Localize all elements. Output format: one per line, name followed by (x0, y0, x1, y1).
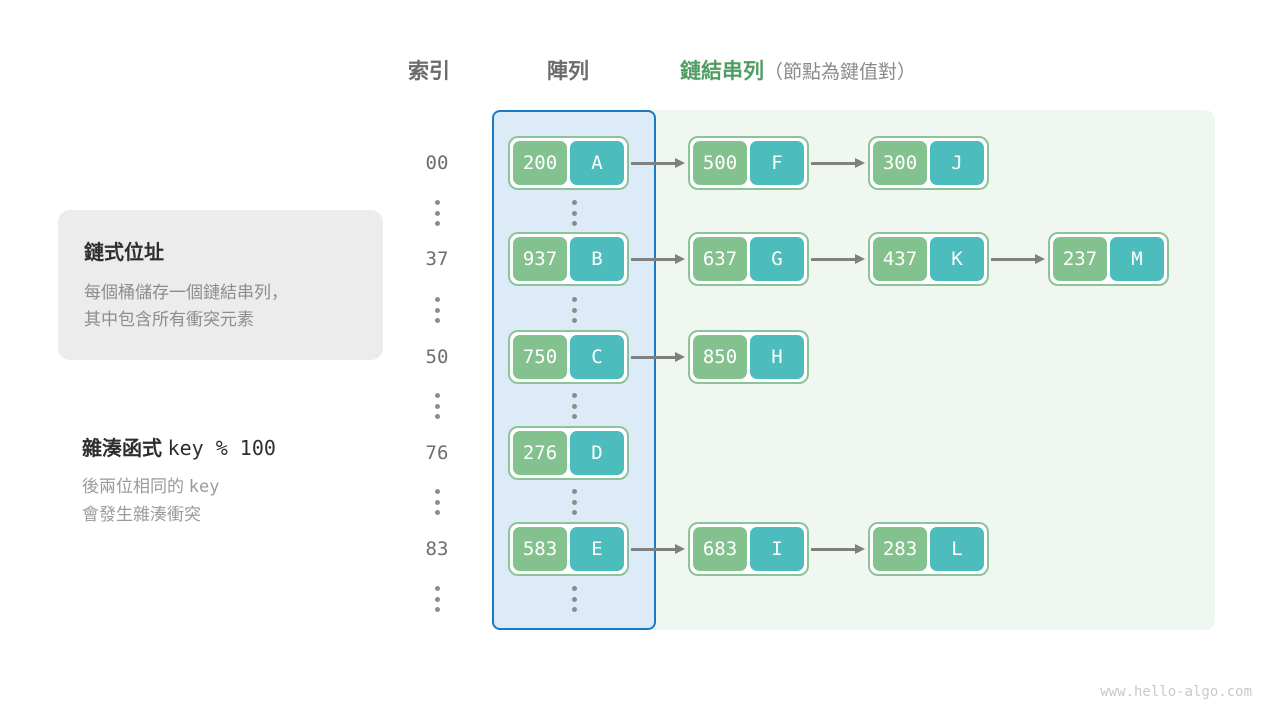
arrow-shaft (991, 258, 1035, 261)
index-label-76: 76 (425, 442, 449, 464)
arrow-head-icon (855, 544, 865, 554)
node-value: L (930, 527, 984, 571)
node-key: 276 (513, 431, 567, 475)
ellipsis-array-3 (567, 393, 581, 419)
header-linked-list: 鏈結串列（節點為鍵值對） (680, 55, 916, 85)
arrow-shaft (811, 548, 855, 551)
link-arrow (631, 254, 685, 264)
node-key: 683 (693, 527, 747, 571)
arrow-shaft (631, 356, 675, 359)
arrow-head-icon (1035, 254, 1045, 264)
node-key: 437 (873, 237, 927, 281)
node-key: 200 (513, 141, 567, 185)
node-key: 300 (873, 141, 927, 185)
link-arrow (631, 352, 685, 362)
hash-note-line-1: 後兩位相同的 key (82, 473, 412, 501)
ellipsis-index-5 (430, 586, 444, 612)
arrow-head-icon (675, 158, 685, 168)
hash-function-note: 雜湊函式 key % 100 後兩位相同的 key 會發生雜湊衝突 (82, 432, 412, 529)
ellipsis-index-3 (430, 393, 444, 419)
link-arrow (811, 544, 865, 554)
ellipsis-index-4 (430, 489, 444, 515)
info-card: 鏈式位址 每個桶儲存一個鏈結串列， 其中包含所有衝突元素 (58, 210, 383, 360)
hash-note-line-2: 會發生雜湊衝突 (82, 505, 201, 525)
node-key: 583 (513, 527, 567, 571)
node-value: C (570, 335, 624, 379)
header-index: 索引 (408, 60, 450, 83)
arrow-shaft (811, 258, 855, 261)
info-card-line-2: 其中包含所有衝突元素 (84, 310, 254, 330)
node-value: G (750, 237, 804, 281)
node-value: K (930, 237, 984, 281)
node-key: 283 (873, 527, 927, 571)
hash-note-line-1-text: 後兩位相同的 (82, 477, 184, 496)
node-value: D (570, 431, 624, 475)
header-linked-list-strong: 鏈結串列 (680, 60, 764, 83)
header-linked-list-sub: （節點為鍵值對） (764, 62, 917, 83)
node-value: E (570, 527, 624, 571)
index-label-83: 83 (425, 538, 449, 560)
hash-function-label: 雜湊函式 (82, 438, 162, 460)
ellipsis-array-1 (567, 200, 581, 226)
link-arrow (631, 544, 685, 554)
info-card-description: 每個桶儲存一個鏈結串列， 其中包含所有衝突元素 (84, 279, 357, 333)
ellipsis-index-2 (430, 297, 444, 323)
node-value: J (930, 141, 984, 185)
node-key: 637 (693, 237, 747, 281)
node-key: 937 (513, 237, 567, 281)
ellipsis-array-5 (567, 586, 581, 612)
link-arrow (631, 158, 685, 168)
arrow-shaft (631, 162, 675, 165)
arrow-head-icon (675, 352, 685, 362)
index-label-50: 50 (425, 346, 449, 368)
ellipsis-array-4 (567, 489, 581, 515)
arrow-head-icon (855, 158, 865, 168)
ellipsis-index-1 (430, 200, 444, 226)
ellipsis-array-2 (567, 297, 581, 323)
link-arrow (811, 158, 865, 168)
arrow-shaft (811, 162, 855, 165)
hash-function-description: 後兩位相同的 key 會發生雜湊衝突 (82, 473, 412, 529)
hash-note-key-token: key (188, 477, 220, 497)
link-arrow (811, 254, 865, 264)
arrow-head-icon (675, 544, 685, 554)
hash-function-heading: 雜湊函式 key % 100 (82, 432, 412, 461)
node-value: M (1110, 237, 1164, 281)
info-card-line-1: 每個桶儲存一個鏈結串列， (84, 283, 288, 302)
node-value: F (750, 141, 804, 185)
header-array: 陣列 (547, 60, 589, 83)
index-label-37: 37 (425, 248, 449, 270)
node-value: B (570, 237, 624, 281)
watermark: www.hello-algo.com (1100, 684, 1252, 700)
node-value: I (750, 527, 804, 571)
node-value: A (570, 141, 624, 185)
node-key: 500 (693, 141, 747, 185)
arrow-shaft (631, 258, 675, 261)
node-key: 850 (693, 335, 747, 379)
arrow-shaft (631, 548, 675, 551)
link-arrow (991, 254, 1045, 264)
node-key: 750 (513, 335, 567, 379)
arrow-head-icon (855, 254, 865, 264)
index-label-00: 00 (425, 152, 449, 174)
node-key: 237 (1053, 237, 1107, 281)
node-value: H (750, 335, 804, 379)
hash-function-formula: key % 100 (167, 436, 276, 460)
arrow-head-icon (675, 254, 685, 264)
info-card-title: 鏈式位址 (84, 242, 164, 264)
